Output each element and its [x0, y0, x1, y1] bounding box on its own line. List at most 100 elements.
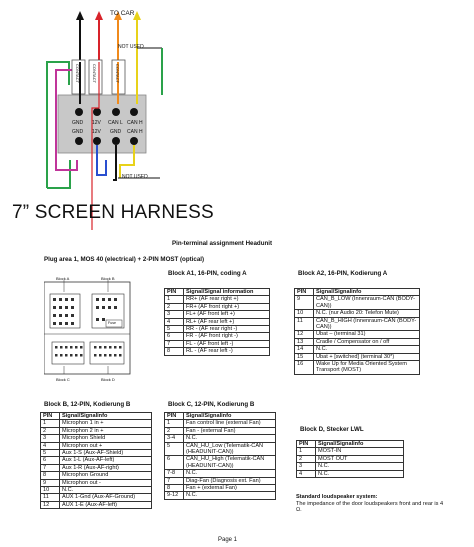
- signal-cell: Microphon 2 in +: [59, 426, 152, 436]
- pin-bottom-2: 12V: [92, 129, 101, 135]
- signal-cell: Microphon Ground: [59, 471, 152, 480]
- signal-cell: N.C.: [183, 491, 276, 500]
- doc-heading: Pin-terminal assignment Headunit: [172, 240, 273, 247]
- pin-cell: 9: [294, 295, 314, 311]
- page-number: Page 1: [218, 537, 238, 543]
- signal-cell: Cradle / Compensator on / off: [313, 337, 420, 347]
- signal-cell: Ubat – (terminal 31): [313, 330, 420, 339]
- signal-cell: CAN_B_HIGH (Innenraum-CAN (BODY-CAN)): [313, 316, 420, 332]
- plug-drawing: [44, 280, 131, 375]
- pin-cell: 5: [164, 325, 184, 334]
- pin-cell: 6: [40, 456, 60, 465]
- table-header: PIN: [164, 287, 184, 297]
- pin-cell: 13: [294, 337, 314, 347]
- signal-cell: CAN_HU_Low (Telematik-CAN (HEADUNIT-CAN)…: [183, 441, 276, 457]
- pin-cell: 5: [40, 449, 60, 458]
- table-header: PIN: [164, 411, 184, 421]
- contact-label-2: CONTACT: [92, 64, 97, 84]
- pin-top-2: 12V: [92, 120, 101, 126]
- pin-cell: 7: [164, 339, 184, 349]
- harness-title: 7” SCREEN HARNESS: [12, 202, 214, 223]
- signal-cell: N.C.: [59, 486, 152, 495]
- pin-cell: 3: [40, 434, 60, 443]
- signal-cell: Fan + (external Fan): [183, 484, 276, 493]
- pin-cell: 2: [40, 426, 60, 436]
- signal-cell: Ubat + [switched] (terminal 30*): [313, 352, 420, 362]
- signal-cell: FL+ (AF front left +): [183, 310, 270, 319]
- signal-cell: N.C.: [183, 469, 276, 478]
- plug-label-inner: Fuse: [108, 321, 116, 325]
- pin-cell: 4: [164, 317, 184, 327]
- pin-cell: 3-4: [164, 434, 184, 443]
- signal-cell: Aux 1-R (Aux-AF-right): [59, 463, 152, 473]
- table-header: Signal/Signalinfo: [315, 439, 404, 449]
- speaker-note-text: The impedance of the door loudspeakers f…: [296, 500, 444, 514]
- plug-label-block-c: Block C: [56, 377, 70, 382]
- signal-cell: FR+ (AF front right +): [183, 302, 270, 312]
- signal-cell: Fan control line (external Fan): [183, 419, 276, 428]
- table-d-title: Block D, Stecker LWL: [300, 426, 364, 433]
- red-wire: [91, 62, 100, 230]
- signal-cell: Microphon 1 in +: [59, 419, 152, 428]
- pin-cell: 14: [294, 345, 314, 354]
- pin-cell: 2: [164, 426, 184, 436]
- signal-cell: N.C.: [313, 345, 420, 354]
- pin-top-4: CAN H: [127, 120, 143, 126]
- pin-cell: 1: [164, 295, 184, 304]
- signal-cell: Microphon out +: [59, 441, 152, 451]
- pin-cell: 9-12: [164, 491, 184, 500]
- pin-cell: 1: [296, 447, 316, 456]
- signal-cell: N.C.: [315, 469, 404, 479]
- signal-cell: AUX 1-Gnd (Aux-AF-Ground): [59, 493, 152, 502]
- signal-cell: N.C. (nur Audio 20: Telefon Mute): [313, 309, 420, 318]
- signal-cell: RR+ (AF rear right +): [183, 295, 270, 304]
- signal-cell: FL - (AF front left -): [183, 339, 270, 349]
- signal-cell: CAN_HU_High (Telematik-CAN (HEADUNIT-CAN…: [183, 455, 276, 471]
- table-header: Signal/Signalinfo: [183, 411, 276, 421]
- signal-cell: Fan - (external Fan): [183, 426, 276, 436]
- signal-cell: MOST-IN: [315, 447, 404, 456]
- signal-cell: RL - (AF rear left -): [183, 347, 270, 356]
- signal-cell: MOST OUT: [315, 454, 404, 464]
- pin-cell: 7: [164, 476, 184, 486]
- signal-cell: Aux 1-L (Aux-AF-left): [59, 456, 152, 465]
- pin-cell: 12: [294, 330, 314, 339]
- table-a1-title: Block A1, 16-PIN, coding A: [168, 270, 247, 277]
- pin-cell: 16: [294, 360, 314, 375]
- table-b-title: Block B, 12-PIN, Kodierung B: [44, 401, 131, 408]
- plug-label-block-d: Block D: [101, 377, 115, 382]
- pin-cell: 3: [296, 462, 316, 471]
- signal-cell: Diag-Fan (Diagnosis ext. Fan): [183, 476, 276, 486]
- signal-cell: Microphon out -: [59, 478, 152, 488]
- table-header: Signal/Signalinfo: [59, 411, 152, 421]
- harness-wiring-diagram: [46, 11, 163, 230]
- table-a2-title: Block A2, 16-PIN, Kodierung A: [298, 270, 388, 277]
